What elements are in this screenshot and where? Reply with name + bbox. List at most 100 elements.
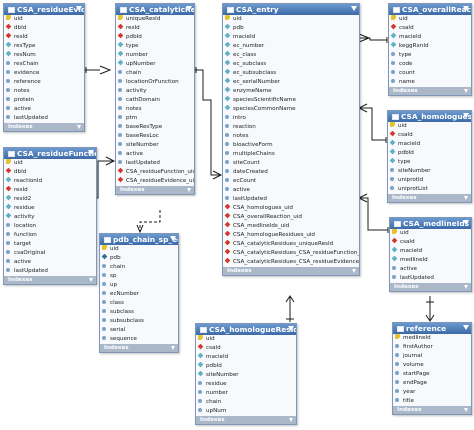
- field-row[interactable]: resType: [4, 42, 84, 51]
- field-row[interactable]: dateCreated: [223, 168, 359, 177]
- field-row[interactable]: cathDomain: [116, 96, 194, 105]
- table-header[interactable]: CSA_residueFunction: [4, 148, 96, 159]
- table-csa-homologue-residues[interactable]: CSA_homologueResiduesuidcsaIdmacieIdpdbI…: [195, 323, 297, 425]
- field-row[interactable]: ecNumber: [100, 290, 178, 299]
- field-row[interactable]: lastUpdated: [390, 274, 471, 283]
- field-row[interactable]: year: [393, 388, 471, 397]
- field-row[interactable]: journal: [393, 352, 471, 361]
- indexes-section[interactable]: Indexes: [223, 267, 359, 275]
- field-row[interactable]: firstAuthor: [393, 343, 471, 352]
- field-row[interactable]: location: [4, 222, 96, 231]
- indexes-section[interactable]: Indexes: [4, 123, 84, 131]
- table-header[interactable]: CSA_homologues: [388, 111, 471, 122]
- field-row[interactable]: ecCount: [223, 177, 359, 186]
- field-row[interactable]: macieId: [388, 140, 471, 149]
- table-header[interactable]: CSA_residueEvidence: [4, 4, 84, 15]
- field-row[interactable]: medlineId: [393, 334, 471, 343]
- field-row[interactable]: pdbId: [388, 149, 471, 158]
- field-row[interactable]: reaction: [223, 123, 359, 132]
- table-header[interactable]: CSA_catalyticResidues: [116, 4, 194, 15]
- field-row[interactable]: uid: [4, 15, 84, 24]
- collapse-arrow-icon[interactable]: [463, 220, 469, 225]
- expand-arrow-icon[interactable]: [464, 196, 468, 200]
- field-row[interactable]: pdb: [100, 254, 178, 263]
- field-row[interactable]: bioactiveForm: [223, 141, 359, 150]
- table-header[interactable]: CSA_medlineIds: [390, 218, 471, 229]
- field-row[interactable]: intro: [223, 114, 359, 123]
- field-row[interactable]: residue: [196, 380, 296, 389]
- field-row[interactable]: resid2: [4, 195, 96, 204]
- collapse-arrow-icon[interactable]: [170, 236, 176, 241]
- field-row[interactable]: macieId: [389, 33, 471, 42]
- field-row[interactable]: active: [116, 150, 194, 159]
- field-row[interactable]: uid: [4, 159, 96, 168]
- expand-arrow-icon[interactable]: [77, 125, 81, 129]
- field-row[interactable]: lastUpdated: [4, 114, 84, 123]
- field-row[interactable]: notes: [4, 87, 84, 96]
- field-row[interactable]: chain: [100, 263, 178, 272]
- field-row[interactable]: dbId: [4, 168, 96, 177]
- field-row[interactable]: csaId: [390, 238, 471, 247]
- field-row[interactable]: active: [390, 265, 471, 274]
- table-csa-catalytic-residues[interactable]: CSA_catalyticResiduesuniqueResIdresIdpdb…: [115, 3, 195, 195]
- expand-arrow-icon[interactable]: [187, 188, 191, 192]
- field-row[interactable]: up: [100, 281, 178, 290]
- field-row[interactable]: endPage: [393, 379, 471, 388]
- field-row[interactable]: pdbId: [196, 362, 296, 371]
- field-row[interactable]: number: [116, 51, 194, 60]
- field-row[interactable]: evidence: [4, 69, 84, 78]
- field-row[interactable]: resChain: [4, 60, 84, 69]
- field-row[interactable]: keggRxnId: [389, 42, 471, 51]
- field-row[interactable]: CSA_overallReaction_uid: [223, 213, 359, 222]
- field-row[interactable]: resId: [4, 33, 84, 42]
- field-row[interactable]: activity: [116, 87, 194, 96]
- field-row[interactable]: CSA_medlineIds_uid: [223, 222, 359, 231]
- field-row[interactable]: uniqueResId: [116, 15, 194, 24]
- table-header[interactable]: reference: [393, 323, 471, 334]
- field-row[interactable]: macieId: [196, 353, 296, 362]
- field-row[interactable]: uid: [389, 15, 471, 24]
- field-row[interactable]: count: [389, 69, 471, 78]
- expand-arrow-icon[interactable]: [464, 89, 468, 93]
- field-row[interactable]: CSA_catalyticResidues_CSA_residueEvidenc…: [223, 258, 359, 267]
- field-row[interactable]: csaId: [388, 131, 471, 140]
- field-row[interactable]: CSA_homologues_uid: [223, 204, 359, 213]
- field-row[interactable]: target: [4, 240, 96, 249]
- field-row[interactable]: multipleChains: [223, 150, 359, 159]
- field-row[interactable]: protein: [4, 96, 84, 105]
- field-row[interactable]: csaId: [389, 24, 471, 33]
- expand-arrow-icon[interactable]: [171, 346, 175, 350]
- field-row[interactable]: ec_number: [223, 42, 359, 51]
- field-row[interactable]: active: [4, 258, 96, 267]
- field-row[interactable]: dbId: [4, 24, 84, 33]
- field-row[interactable]: csaId: [196, 344, 296, 353]
- field-row[interactable]: uniprotList: [388, 185, 471, 194]
- indexes-section[interactable]: Indexes: [389, 87, 471, 95]
- table-header[interactable]: pdb_chain_sp_ec: [100, 234, 178, 245]
- field-row[interactable]: medlineId: [390, 256, 471, 265]
- indexes-section[interactable]: Indexes: [393, 406, 471, 414]
- field-row[interactable]: lastUpdated: [4, 267, 96, 276]
- indexes-section[interactable]: Indexes: [100, 344, 178, 352]
- collapse-arrow-icon[interactable]: [463, 325, 469, 330]
- field-row[interactable]: uid: [100, 245, 178, 254]
- field-row[interactable]: chain: [196, 398, 296, 407]
- indexes-section[interactable]: Indexes: [196, 416, 296, 424]
- field-row[interactable]: uniprotId: [388, 176, 471, 185]
- expand-arrow-icon[interactable]: [289, 418, 293, 422]
- field-row[interactable]: CSA_residueEvidence_uid: [116, 177, 194, 186]
- field-row[interactable]: number: [196, 389, 296, 398]
- table-csa-residue-evidence[interactable]: CSA_residueEvidenceuiddbIdresIdresType re…: [3, 3, 85, 132]
- field-row[interactable]: resId: [116, 24, 194, 33]
- field-row[interactable]: volume: [393, 361, 471, 370]
- field-row[interactable]: chain: [116, 69, 194, 78]
- field-row[interactable]: type: [388, 158, 471, 167]
- table-csa-overall-reaction[interactable]: CSA_overallReactionuidcsaIdmacieIdkeggRx…: [388, 3, 472, 96]
- field-row[interactable]: notes: [116, 105, 194, 114]
- field-row[interactable]: type: [389, 51, 471, 60]
- field-row[interactable]: upNumber: [116, 60, 194, 69]
- indexes-section[interactable]: Indexes: [388, 194, 471, 202]
